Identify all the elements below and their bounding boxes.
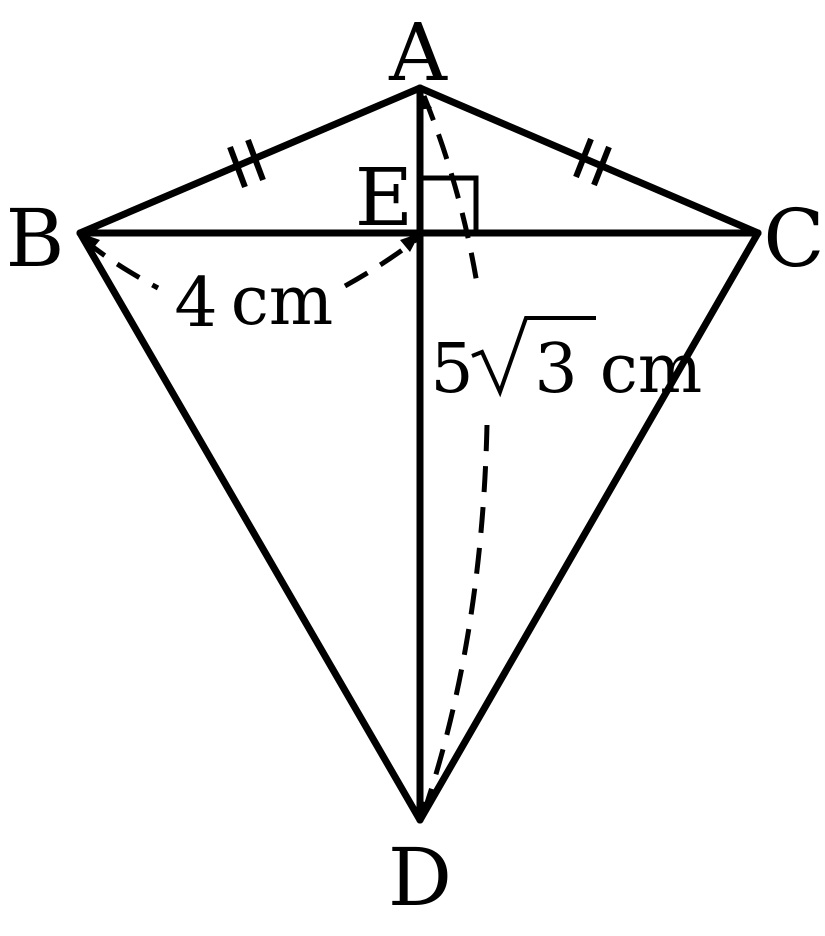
measurement-ad-radicand: 3 [534, 330, 577, 409]
side-ac [416, 84, 762, 237]
dimension-arc-be-right [343, 236, 420, 289]
dimension-arc-ad-bottom [421, 424, 490, 813]
measurement-be-value: 4 [174, 264, 217, 343]
tick-mark-ab [227, 138, 266, 189]
label-d: D [388, 831, 452, 924]
measurement-be-unit: cm [231, 262, 334, 341]
label-c: C [763, 192, 824, 285]
equal-tick-marks [227, 137, 612, 189]
dimension-arc-ad-top [421, 95, 481, 291]
measurement-ad-label: 5 3 cm [430, 316, 703, 409]
right-angle-marker [420, 175, 479, 233]
side-ab [76, 84, 424, 237]
kite-outline [76, 84, 762, 824]
measurement-be-label: 4 cm [174, 262, 333, 343]
side-bd [76, 229, 424, 824]
label-e: E [355, 151, 413, 244]
tick-mark-ac [573, 137, 612, 187]
label-b: B [6, 192, 65, 285]
measurement-ad-unit: cm [600, 330, 703, 409]
dimension-arrow-tips [80, 90, 432, 820]
label-a: A [388, 6, 448, 99]
sqrt-radical-sign [471, 316, 596, 398]
measurement-ad-coefficient: 5 [430, 330, 473, 409]
side-cd [416, 229, 762, 824]
